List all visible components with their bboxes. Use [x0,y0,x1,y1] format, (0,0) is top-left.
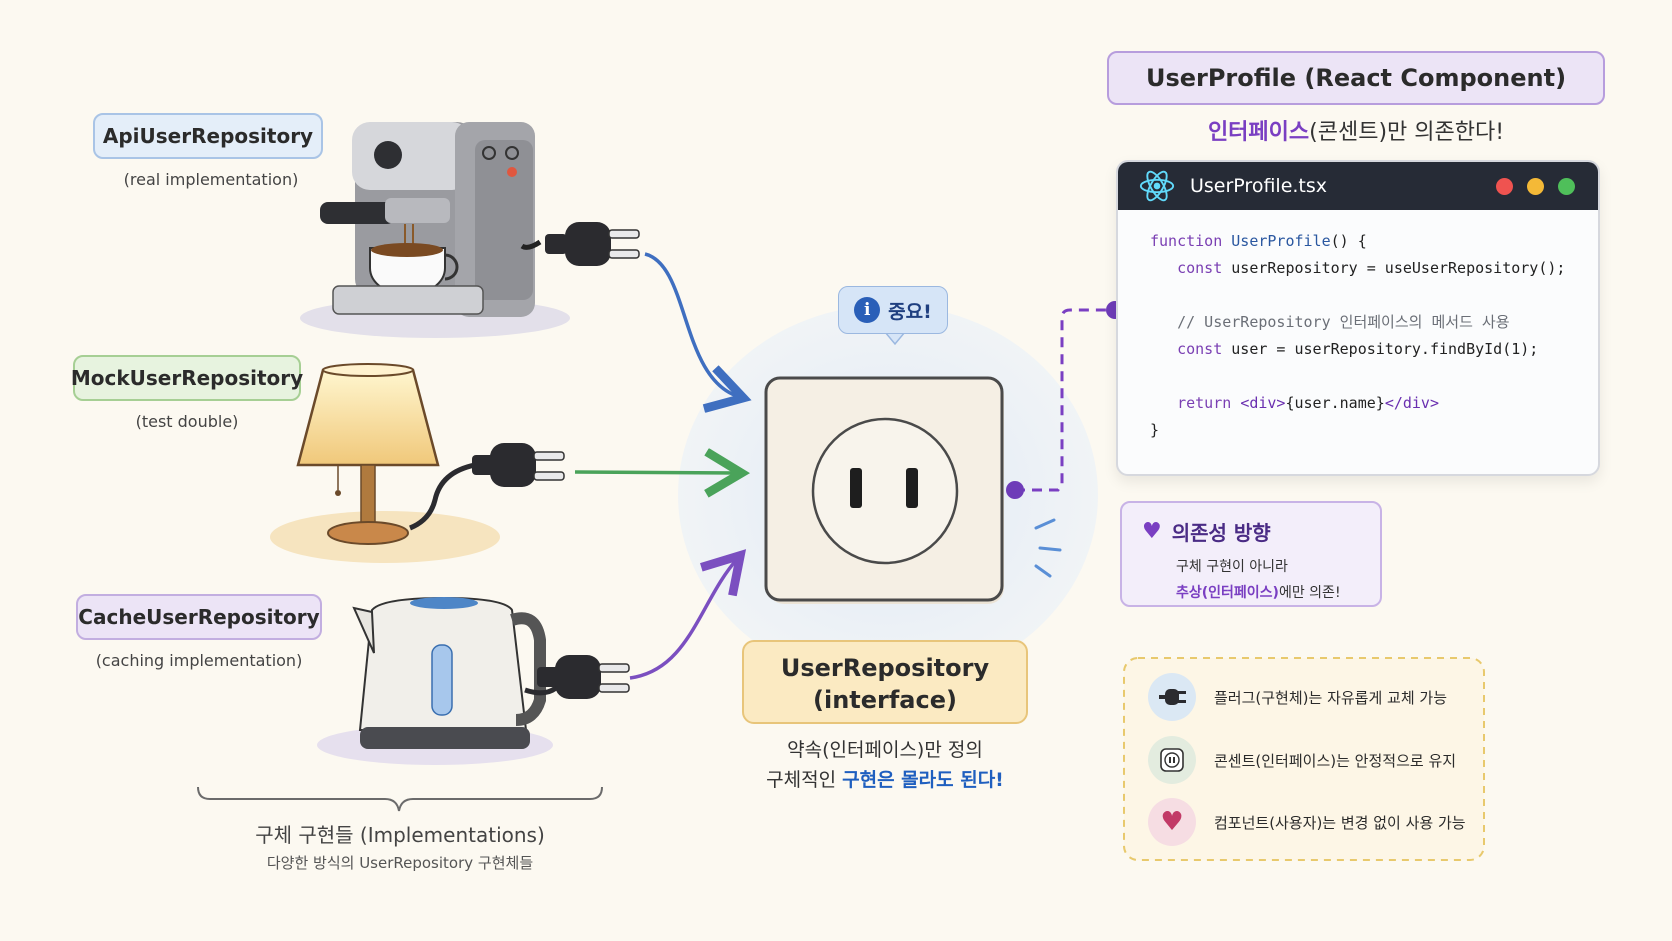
dependency-rest: 에만 의존! [1278,585,1341,601]
component-subtitle: 인터페이스(콘센트)만 의존한다! [1107,114,1605,146]
mock-repository-name: MockUserRepository [70,366,304,390]
heart-icon: ♥ [1142,519,1162,544]
maximize-dot-icon[interactable] [1558,178,1575,195]
interface-caption-line2: 구체적인 구현은 몰라도 된다! [720,765,1050,795]
dependency-title: 의존성 방향 [1171,521,1271,545]
legend-box [1123,657,1485,861]
info-icon: i [854,297,881,323]
component-title-box: UserProfile (React Component) [1107,51,1605,105]
react-icon [1139,170,1175,202]
legend-plug-text: 플러그(구현체)는 자유롭게 교체 가능 [1214,688,1448,707]
mock-repository-desc: (test double) [135,412,239,431]
dependency-line1: 구체 구현이 아니라 [1176,559,1288,575]
code-window-titlebar: UserProfile.tsx [1118,162,1598,210]
component-title: UserProfile (React Component) [1145,64,1567,92]
api-repository-name: ApiUserRepository [102,124,314,148]
interface-name: UserRepository [780,654,990,682]
caption-highlight: 구현은 몰라도 된다! [842,769,1004,791]
dependency-line2: 추상(인터페이스)에만 의존! [1176,582,1380,602]
dependency-accent: 추상(인터페이스) [1176,585,1279,601]
cache-repository-desc: (caching implementation) [95,651,303,670]
code-window: UserProfile.tsx function UserProfile() {… [1116,160,1600,476]
interface-kind: (interface) [813,686,957,714]
interface-caption: 약속(인터페이스)만 정의 구체적인 구현은 몰라도 된다! [720,735,1050,795]
plug-icon [1148,673,1196,721]
api-repository-label: ApiUserRepository [93,113,323,159]
legend-item-heart: ♥ 컴포넌트(사용자)는 변경 없이 사용 가능 [1148,798,1466,846]
file-name: UserProfile.tsx [1190,175,1328,197]
cache-repository-name: CacheUserRepository [78,605,320,629]
mock-arrow [574,472,738,473]
outlet-icon [1148,736,1196,784]
close-dot-icon[interactable] [1496,178,1513,195]
subtitle-accent: 인터페이스 [1207,120,1310,145]
interface-caption-line1: 약속(인터페이스)만 정의 [787,739,983,761]
api-repository-desc: (real implementation) [123,170,299,189]
cache-arrow [629,558,738,680]
mock-repository-label: MockUserRepository [70,355,304,401]
cache-repository-label: CacheUserRepository [76,594,322,640]
legend-outlet-text: 콘센트(인터페이스)는 안정적으로 유지 [1214,751,1457,770]
interface-label: UserRepository (interface) [742,640,1028,724]
api-arrow [644,252,740,397]
dependency-line [1015,308,1114,492]
minimize-dot-icon[interactable] [1527,178,1544,195]
important-text: 중요! [888,300,932,323]
caption-plain: 구체적인 [766,769,843,791]
code-body: function UserProfile() { const userRepos… [1150,232,1566,439]
coffee-machine-icon [300,122,640,338]
outlet-icon [764,376,1062,604]
important-badge: i 중요! [838,286,948,334]
kettle-icon [317,596,630,765]
dependency-direction-card: ♥ 의존성 방향 구체 구현이 아니라 추상(인터페이스)에만 의존! [1120,501,1382,607]
heart-icon: ♥ [1148,798,1196,846]
legend-heart-text: 컴포넌트(사용자)는 변경 없이 사용 가능 [1214,813,1466,832]
subtitle-rest: (콘센트)만 의존한다! [1309,120,1505,145]
implementations-title: 구체 구현들 (Implementations) [255,823,545,847]
implementations-subtitle: 다양한 방식의 UserRepository 구현체들 [266,854,534,872]
dependency-title-row: ♥ 의존성 방향 [1142,517,1380,546]
legend-item-plug: 플러그(구현체)는 자유롭게 교체 가능 [1148,673,1447,721]
implementations-bracket [197,786,603,812]
lamp-icon [270,363,565,563]
legend-item-outlet: 콘센트(인터페이스)는 안정적으로 유지 [1148,736,1456,784]
